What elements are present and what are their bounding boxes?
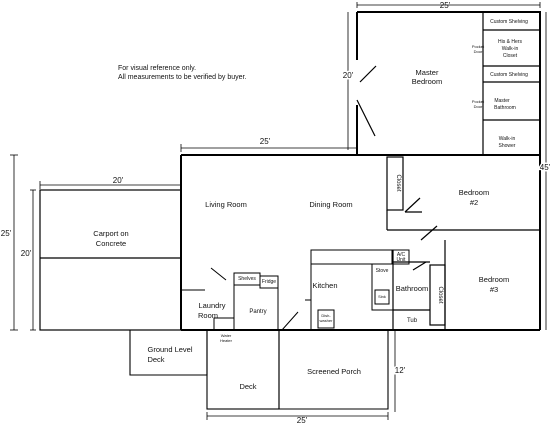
bedroom3-label-2: #3 <box>490 285 498 294</box>
pantry-label: Pantry <box>249 309 266 315</box>
disclaimer-line-1: For visual reference only. <box>118 65 197 72</box>
dim-right-45: 45' <box>540 163 550 172</box>
decks-and-porch <box>129 329 389 410</box>
walkin-shower-label-1: Walk-in <box>499 136 516 142</box>
carport-label-1: Carport on <box>93 229 128 238</box>
dim-porch-12: 12' <box>395 366 406 375</box>
water-heater-label-1: Water <box>221 333 232 338</box>
ground-deck-label-1: Ground Level <box>147 345 192 354</box>
pocket-door-2-label-1: Pocket <box>472 99 485 104</box>
master-bathroom-label-2: Bathroom <box>494 105 516 111</box>
dim-master-20: 20' <box>343 71 354 80</box>
fridge-label: Fridge <box>262 279 276 285</box>
dim-mid-25: 25' <box>260 137 271 146</box>
pocket-door-1-label-2: Door <box>474 49 483 54</box>
master-interior-walls <box>356 12 540 155</box>
dim-carport-20-top: 20' <box>113 176 124 185</box>
kitchen-counters <box>305 249 410 330</box>
master-bedroom-label-2: Bedroom <box>412 77 442 86</box>
bathroom-label: Bathroom <box>396 284 429 293</box>
dishwasher-label-1: Dish- <box>321 313 331 318</box>
custom-shelving-1-label: Custom Shelving <box>490 19 528 25</box>
laundry-label-2: Room <box>198 311 218 320</box>
closet-bedroom3-label: Closet <box>437 286 443 303</box>
disclaimer-line-2: All measurements to be verified by buyer… <box>118 74 247 81</box>
screened-porch-label: Screened Porch <box>307 367 361 376</box>
bedroom3-label-1: Bedroom <box>479 275 509 284</box>
his-hers-label-3: Closet <box>503 53 518 59</box>
pocket-door-2-label-2: Door <box>474 104 483 109</box>
dim-carport-20-side: 20' <box>21 249 32 258</box>
carport-walls <box>39 189 182 331</box>
ac-unit-label-1: A/C <box>397 252 406 258</box>
dim-left-25: 25' <box>1 229 12 238</box>
deck-label: Deck <box>239 382 256 391</box>
dishwasher-label-2: washer <box>320 318 334 323</box>
master-bathroom-label-1: Master <box>494 98 510 104</box>
dim-top-25: 25' <box>440 1 451 10</box>
kitchen-label: Kitchen <box>312 281 337 290</box>
dining-room-label: Dining Room <box>309 200 352 209</box>
his-hers-label-1: His & Hers <box>498 39 522 45</box>
carport-label-2: Concrete <box>96 239 126 248</box>
tub-label: Tub <box>407 318 418 324</box>
water-heater-label-2: Heater <box>220 338 233 343</box>
custom-shelving-2-label: Custom Shelving <box>490 72 528 78</box>
bedroom2-walls <box>386 156 540 241</box>
ac-unit-label-2: Unit <box>397 257 407 263</box>
pocket-door-1-label-1: Pocket <box>472 44 485 49</box>
stove-label: Stove <box>376 268 389 274</box>
his-hers-label-2: Walk-in <box>502 46 519 52</box>
shelves-label: Shelves <box>238 276 256 282</box>
laundry-label-1: Laundry <box>198 301 225 310</box>
bedroom2-label-1: Bedroom <box>459 188 489 197</box>
walkin-shower-label-2: Shower <box>499 143 516 149</box>
living-room-label: Living Room <box>205 200 247 209</box>
laundry-pantry-walls <box>181 267 299 331</box>
dim-bottom-25: 25' <box>297 416 308 424</box>
closet-bedroom2-label: Closet <box>395 174 401 191</box>
dimension-lines <box>10 2 547 420</box>
sink-label: Sink <box>378 294 386 299</box>
bedroom2-label-2: #2 <box>470 198 478 207</box>
ground-deck-label-2: Deck <box>147 355 164 364</box>
master-bedroom-label-1: Master <box>416 68 439 77</box>
